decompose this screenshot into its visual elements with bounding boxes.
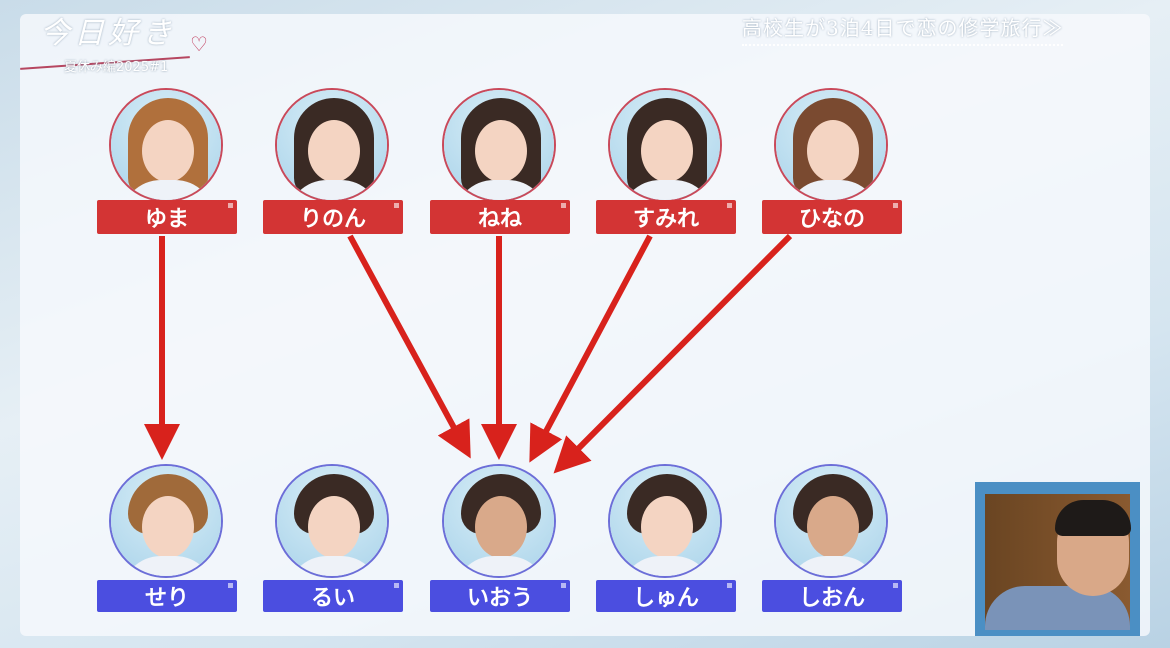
avatar [275,464,389,578]
boy-card-seri: せり [97,464,237,616]
arrow-sumire-to-iou [529,234,653,463]
name-label: ひなの [762,200,902,234]
avatar [275,88,389,202]
logo-subtitle: 夏休み編2025#1 [64,60,169,75]
name-label: せり [97,580,237,612]
headline-caption: 高校生が3泊4日で恋の修学旅行≫ [742,12,1064,46]
avatar [109,464,223,578]
boy-card-shion: しおん [762,464,902,616]
girl-card-yuma: ゆま [97,88,237,240]
girl-card-rinon: りのん [263,88,403,240]
logo-title: 今日好き [40,16,176,51]
arrow-hinano-to-iou [553,233,793,474]
name-label: しゅん [596,580,736,612]
name-label: しおん [762,580,902,612]
boy-card-iou: いおう [430,464,570,616]
avatar [774,88,888,202]
avatar [608,464,722,578]
avatar [442,88,556,202]
boy-card-rui: るい [263,464,403,616]
commentator-wipe-video [975,482,1140,636]
avatar [774,464,888,578]
avatar [442,464,556,578]
boy-card-shun: しゅん [596,464,736,616]
arrow-rinon-to-iou [347,234,471,459]
name-label: りのん [263,200,403,234]
heart-icon: ♡ [190,32,208,56]
avatar [109,88,223,202]
avatar [608,88,722,202]
show-logo: 今日好き ♡ 夏休み編2025#1 [20,6,220,76]
name-label: すみれ [596,200,736,234]
name-label: いおう [430,580,570,612]
girl-card-nene: ねね [430,88,570,240]
name-label: ゆま [97,200,237,234]
name-label: ねね [430,200,570,234]
girl-card-sumire: すみれ [596,88,736,240]
girl-card-hinano: ひなの [762,88,902,240]
name-label: るい [263,580,403,612]
